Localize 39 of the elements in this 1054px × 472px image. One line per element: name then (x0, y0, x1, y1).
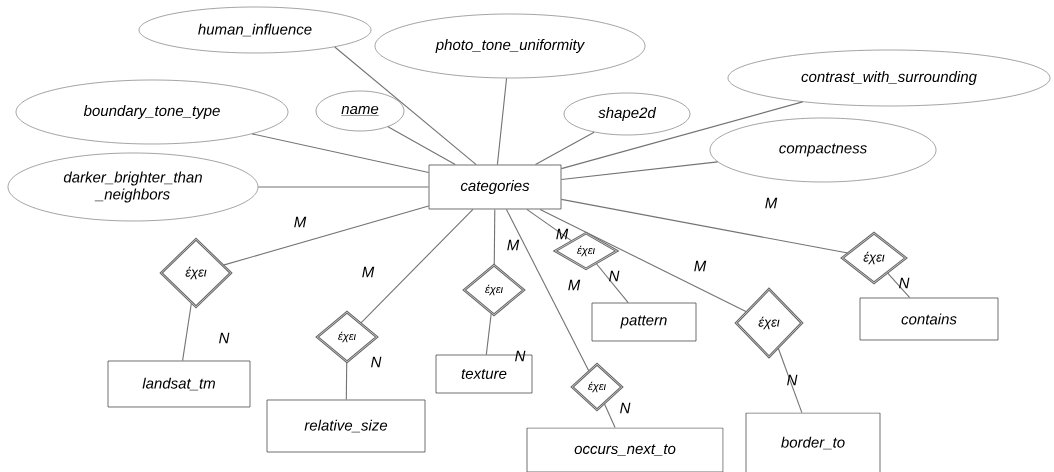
connector-line (387, 126, 456, 166)
entity-box: contains (859, 297, 999, 341)
entity-box: pattern (591, 302, 697, 342)
connector-line (496, 77, 508, 166)
entity-box: occurs_next_to (526, 427, 724, 472)
connector-line (560, 101, 804, 170)
connector-line (182, 302, 192, 362)
connector-line (334, 46, 477, 166)
cardinality-label: N (219, 332, 230, 344)
connector-line (505, 208, 590, 372)
connector-line (251, 133, 430, 174)
connector-line (595, 262, 629, 304)
cardinality-label: M (568, 279, 581, 291)
cardinality-label: M (507, 239, 520, 251)
cardinality-label: N (787, 374, 798, 386)
connector-line (777, 347, 803, 414)
cardinality-label: N (609, 270, 620, 282)
connector-line (886, 272, 911, 299)
connector-line (360, 208, 474, 324)
connector-line (493, 208, 496, 266)
connector-line (485, 312, 492, 356)
entity-box: landsat_tm (107, 360, 251, 408)
connector-line (534, 131, 595, 166)
entity-box: relative_size (266, 399, 426, 453)
connector-line (560, 198, 849, 254)
cardinality-label: M (765, 197, 778, 209)
entity-box: categories (428, 164, 562, 210)
cardinality-label: M (294, 216, 307, 228)
connector-line (257, 186, 430, 188)
connector-line (526, 208, 573, 242)
cardinality-label: M (362, 266, 375, 278)
entity-box: border_to (745, 412, 881, 472)
cardinality-label: M (694, 260, 707, 272)
connector-line (345, 361, 348, 401)
connector-line (222, 205, 430, 266)
connector-line (560, 161, 719, 181)
connector-line (603, 403, 616, 429)
cardinality-label: M (556, 228, 569, 240)
connector-line (539, 208, 747, 313)
